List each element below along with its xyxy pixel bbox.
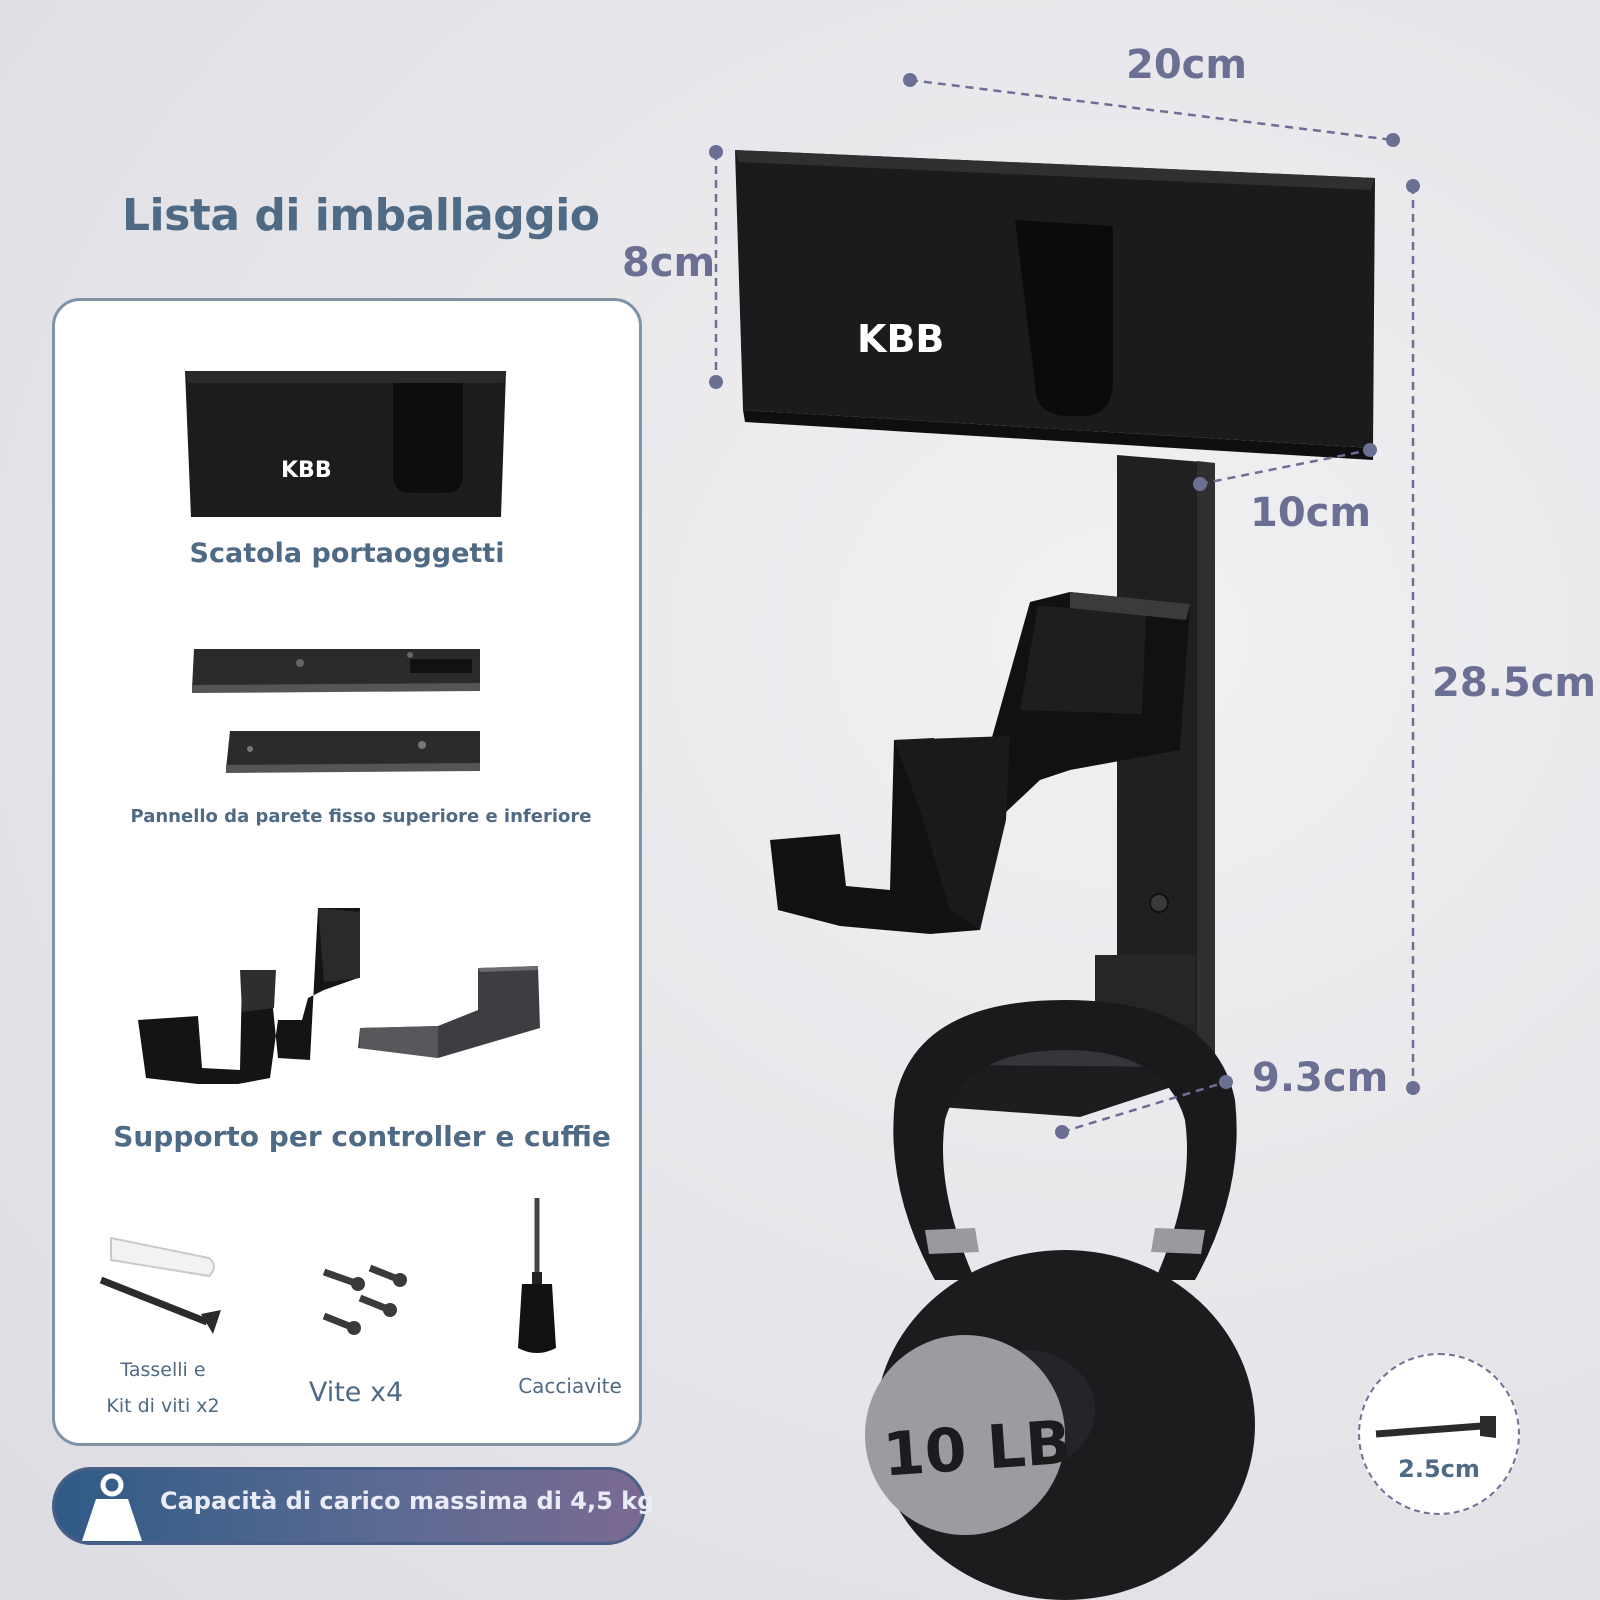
screwdriver-image xyxy=(518,1198,556,1353)
page-title: Lista di imballaggio xyxy=(122,190,600,241)
storage-box-logo: KBB xyxy=(281,458,332,483)
screw-icon xyxy=(1375,1416,1496,1438)
screw-length-label: 2.5cm xyxy=(1398,1455,1480,1483)
storage-box-caption: Scatola portaoggetti xyxy=(189,538,505,569)
load-capacity-text: Capacità di carico massima di 4,5 kg xyxy=(160,1487,655,1515)
holder-caption: Supporto per controller e cuffie xyxy=(113,1120,611,1153)
dimension-width-label: 20cm xyxy=(1126,42,1248,88)
load-capacity-badge xyxy=(52,1467,646,1545)
kettlebell-image: 10 LB xyxy=(865,1000,1255,1600)
holder-parts-image xyxy=(138,908,540,1084)
anchors-image xyxy=(99,1236,221,1334)
wall-panels-image xyxy=(192,649,480,773)
anchors-caption-line1: Tasselli e xyxy=(120,1359,206,1381)
dimension-depth-label: 10cm xyxy=(1250,490,1372,536)
product-logo: KBB xyxy=(857,317,944,361)
screws-image xyxy=(322,1264,407,1335)
dimension-hook-depth-label: 9.3cm xyxy=(1252,1055,1389,1101)
kettlebell-label: 10 LB xyxy=(881,1408,1074,1491)
anchors-caption-line2: Kit di viti x2 xyxy=(106,1395,220,1417)
product-controller-holder xyxy=(770,592,1190,934)
screwdriver-caption: Cacciavite xyxy=(518,1374,622,1398)
screws-caption: Vite x4 xyxy=(308,1377,404,1408)
weight-icon xyxy=(82,1473,142,1541)
dimension-box-height-label: 8cm xyxy=(622,240,716,286)
wall-panels-caption: Pannello da parete fisso superiore e inf… xyxy=(130,806,592,827)
product-storage-box: KBB xyxy=(735,150,1375,460)
storage-box-image: KBB xyxy=(185,371,506,517)
dimension-total-height-label: 28.5cm xyxy=(1432,660,1597,706)
